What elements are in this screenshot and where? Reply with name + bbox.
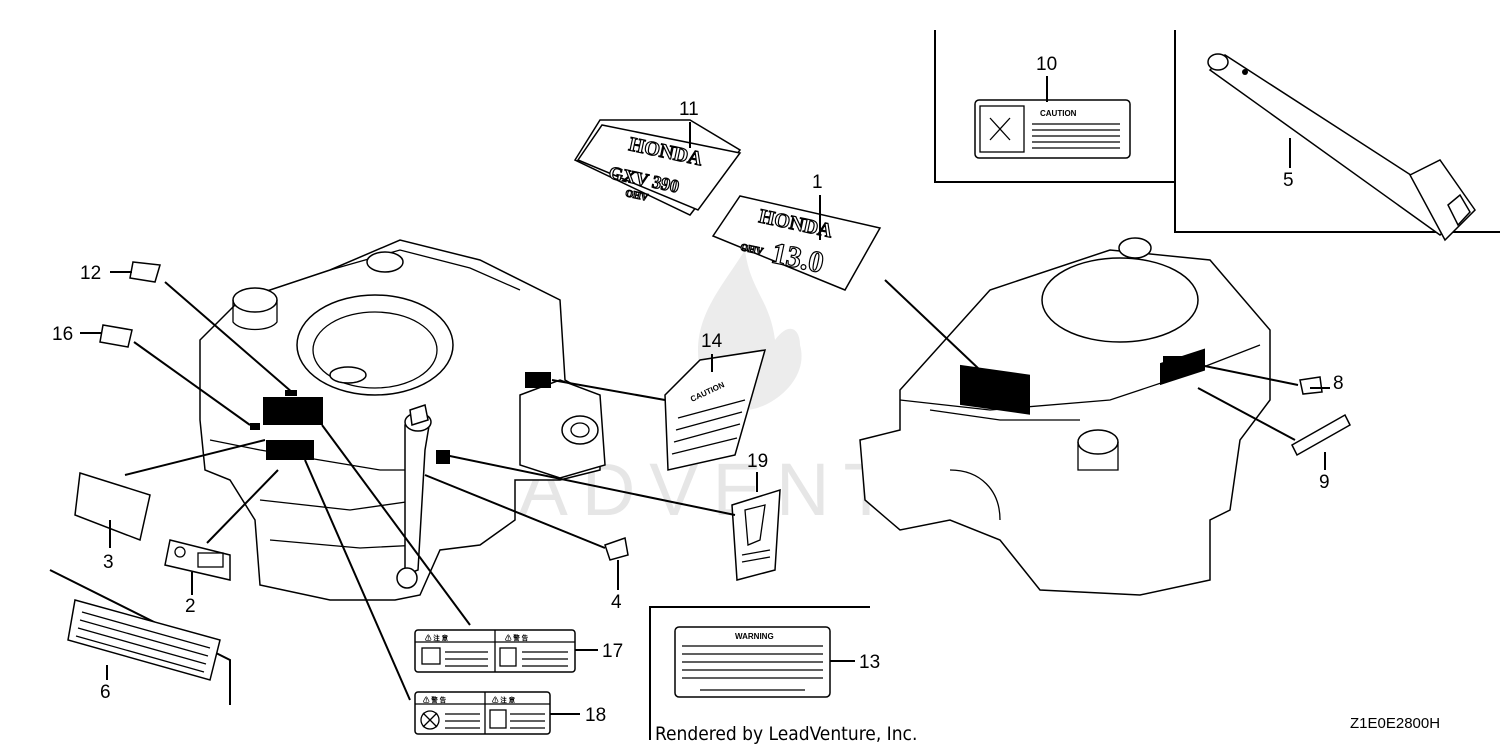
callout-1: 1 (812, 172, 823, 193)
callout-5: 5 (1283, 170, 1294, 191)
part-10-caution-text: CAUTION (1040, 109, 1077, 118)
part-13-warning-text: WARNING (735, 632, 774, 641)
label-18-position (266, 440, 314, 460)
label-17-position (263, 397, 323, 425)
part-4-small-label (604, 537, 629, 561)
callout-14: 14 (701, 331, 723, 352)
callout-10: 10 (1036, 54, 1057, 75)
part-11-emblem: HONDA GXV 390 OHV (573, 119, 742, 216)
part-17-kanji-left: ⚠ 注 意 (425, 633, 449, 642)
part-17-kanji-right: ⚠ 警 告 (505, 633, 529, 642)
part-17-label: ⚠ 注 意 ⚠ 警 告 (414, 629, 576, 673)
callout-11: 11 (679, 99, 699, 120)
rendered-by-text: Rendered by LeadVenture, Inc. (655, 723, 917, 745)
label-9-position (1160, 348, 1205, 386)
part-16-small-label (99, 324, 133, 348)
callout-17: 17 (602, 641, 623, 662)
part-1-emblem: HONDA 13.0 OHV (711, 195, 882, 291)
part-18-kanji-left: ⚠ 警 告 (423, 695, 447, 704)
callout-19: 19 (747, 451, 768, 472)
label-14-position (525, 372, 551, 388)
callout-9: 9 (1319, 472, 1330, 493)
callout-16: 16 (52, 324, 73, 345)
part-14-caution-label: CAUTION (664, 349, 767, 471)
callout-4: 4 (611, 592, 622, 613)
callout-6: 6 (100, 682, 111, 703)
part-13-area: WARNING (649, 606, 870, 740)
callout-2: 2 (185, 596, 196, 617)
inset-box-top-right: CAUTION (934, 30, 1500, 242)
left-engine (199, 239, 606, 601)
label-16-position (250, 423, 260, 430)
part-10-caution-label: CAUTION (974, 99, 1131, 159)
part-12-small-label (129, 261, 161, 283)
label-1-position (960, 364, 1030, 415)
diagram-code: Z1E0E2800H (1350, 715, 1440, 732)
callout-8: 8 (1333, 373, 1344, 394)
label-4-position (436, 450, 450, 464)
part-3-label (74, 472, 151, 542)
part-18-label: ⚠ 警 告 ⚠ 注 意 (414, 691, 551, 735)
callout-numbers: 1 2 3 4 5 6 8 9 10 11 12 13 14 16 17 18 … (52, 54, 1344, 726)
part-1-model-text: 13.0 (769, 237, 827, 280)
part-18-kanji-right: ⚠ 注 意 (492, 695, 516, 704)
part-8-small-label (1299, 376, 1323, 395)
part-5-spark-plug-wrench (1207, 53, 1476, 242)
callout-12: 12 (80, 263, 101, 284)
part-9-strip-label (1291, 413, 1351, 457)
label-12-position (285, 390, 297, 396)
leader-lines (80, 76, 1330, 715)
part-2-label (164, 539, 231, 581)
callout-3: 3 (103, 552, 114, 573)
right-engine (859, 237, 1271, 596)
callout-13: 13 (859, 652, 880, 673)
callout-18: 18 (585, 705, 606, 726)
part-19-label (731, 488, 781, 581)
part-6-area (49, 569, 231, 705)
